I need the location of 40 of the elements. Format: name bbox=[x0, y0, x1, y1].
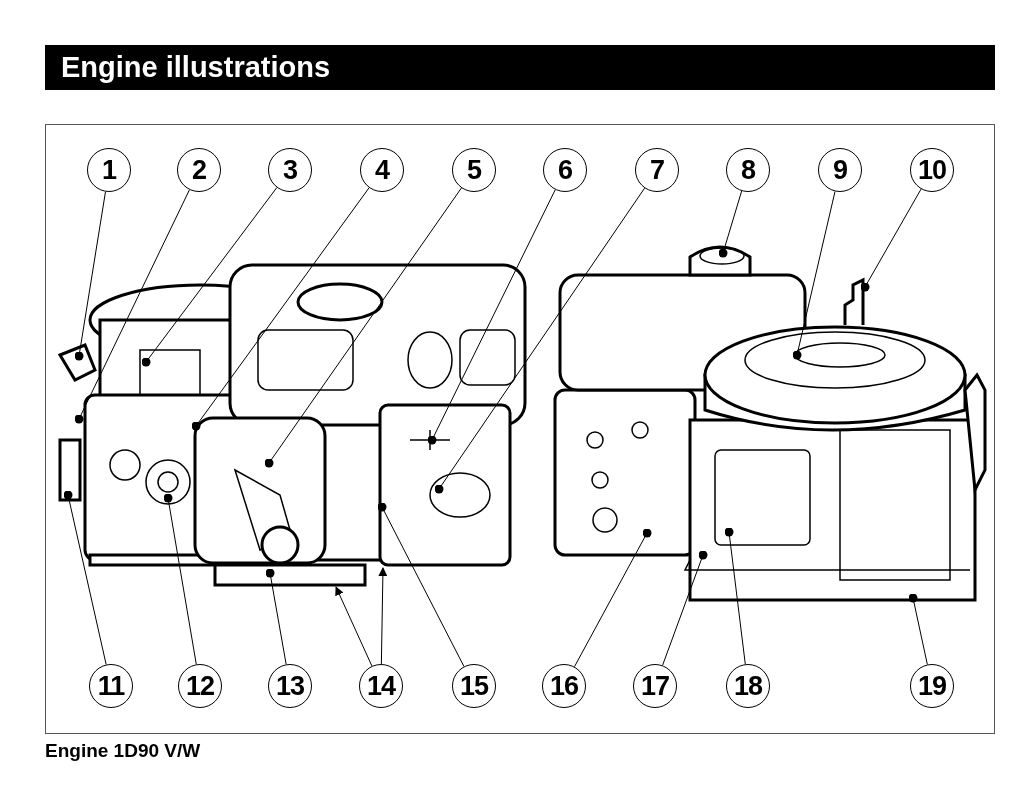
callout-number: 9 bbox=[818, 148, 862, 192]
callout-number: 19 bbox=[910, 664, 954, 708]
leader-line bbox=[434, 187, 646, 494]
callout-number: 17 bbox=[633, 664, 677, 708]
leader-line bbox=[908, 593, 928, 665]
callout-number: 4 bbox=[360, 148, 404, 192]
callout-number: 11 bbox=[89, 664, 133, 708]
leader-line bbox=[427, 189, 556, 445]
leader-line bbox=[264, 187, 462, 468]
callout-number: 7 bbox=[635, 148, 679, 192]
leader-line bbox=[191, 187, 370, 431]
leader-line bbox=[163, 493, 197, 665]
callout-number: 12 bbox=[178, 664, 222, 708]
leader-line bbox=[718, 190, 743, 258]
callout-number: 10 bbox=[910, 148, 954, 192]
leader-line bbox=[860, 188, 922, 292]
leader-line bbox=[265, 568, 287, 665]
callout-number: 2 bbox=[177, 148, 221, 192]
callout-number: 6 bbox=[543, 148, 587, 192]
callout-number: 1 bbox=[87, 148, 131, 192]
leader-line bbox=[792, 190, 836, 360]
leader-line bbox=[141, 187, 278, 367]
caption: Engine 1D90 V/W bbox=[45, 739, 201, 763]
callout-number: 8 bbox=[726, 148, 770, 192]
callout-number: 16 bbox=[542, 664, 586, 708]
leader-line bbox=[724, 527, 746, 665]
leader-line bbox=[378, 567, 388, 665]
callout-number: 14 bbox=[359, 664, 403, 708]
leader-line bbox=[662, 550, 708, 666]
title-bar: Engine illustrations bbox=[45, 45, 995, 90]
callout-number: 15 bbox=[452, 664, 496, 708]
callout-number: 18 bbox=[726, 664, 770, 708]
leader-line bbox=[63, 490, 107, 666]
callout-number: 5 bbox=[452, 148, 496, 192]
callout-number: 13 bbox=[268, 664, 312, 708]
leader-line bbox=[74, 189, 190, 424]
leader-line bbox=[74, 191, 106, 361]
leader-line bbox=[377, 502, 465, 667]
leader-line bbox=[574, 528, 652, 668]
callout-number: 3 bbox=[268, 148, 312, 192]
